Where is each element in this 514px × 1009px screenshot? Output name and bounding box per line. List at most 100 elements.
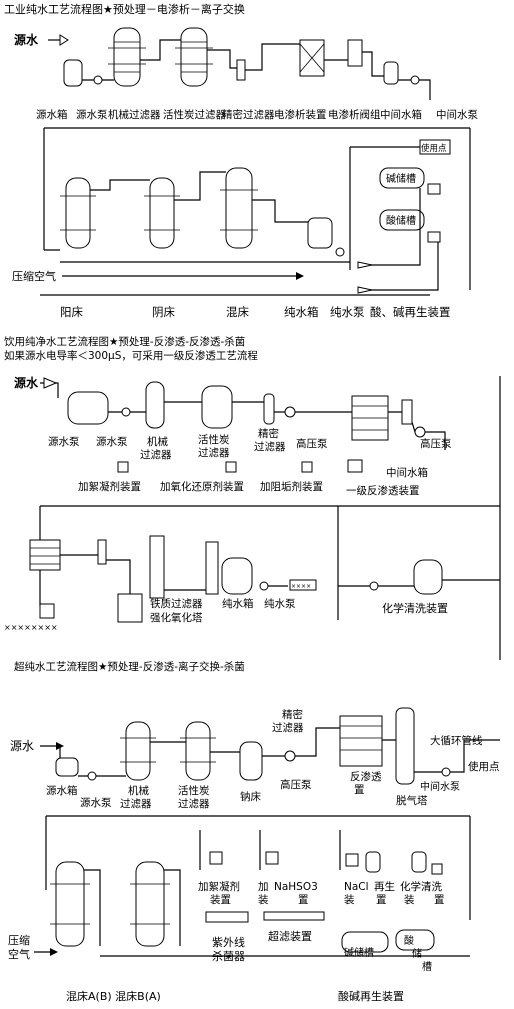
label-mixed-bed: 混床	[226, 305, 249, 319]
s3-label-use-point: 使用点	[468, 760, 500, 773]
s2-use-box	[289, 579, 317, 591]
s2-label-chem-clean: 化学清洗装置	[382, 601, 448, 615]
s2-label-oxidation: 强化氧化塔	[150, 611, 203, 624]
middle-water-pump	[410, 75, 420, 85]
middle-water-tank	[383, 61, 399, 85]
s3-label-hp-pump: 高压泵	[280, 778, 312, 791]
s3-label-coag-2: 装置	[210, 893, 231, 906]
s3-label-coag-1: 加絮凝剂	[198, 880, 240, 893]
s2-label-raw-pump: 源水泵	[96, 435, 128, 448]
s3-degas-tower	[395, 707, 415, 785]
s3-sodium-bed	[239, 741, 263, 781]
section1-equipment-labels: 源水箱 源水泵 机械过滤器 活性炭过滤器 精密过滤器 电渗析装置 电渗析阀组 中…	[36, 108, 478, 121]
compressed-air-pipe	[60, 261, 350, 277]
label-compressed-air: 压缩空气	[12, 269, 56, 283]
s3-uv-sterilizer	[205, 911, 249, 923]
s2-mechanical-filter	[145, 381, 165, 429]
s3-label-mixed-beds: 混床A(B) 混床B(A)	[66, 989, 161, 1003]
svg-text:××××: ××××	[291, 583, 311, 590]
label-use-point: 使用点	[421, 143, 447, 154]
s3-ro-unit	[339, 715, 383, 767]
s2-label-precise-1: 精密	[258, 427, 279, 440]
s2-label-pure-tank: 纯水箱	[222, 597, 254, 610]
s3-label-mid-pump: 中间水泵	[420, 780, 460, 793]
label-middle-tank: 中间水箱	[380, 108, 422, 121]
s3-label-acid-2: 储	[412, 947, 422, 960]
s2-carbon-filter	[201, 385, 233, 429]
section1-piping-top	[82, 39, 431, 100]
label-raw-water-tank: 源水箱	[36, 108, 68, 121]
s2-label-mech-2: 过滤器	[140, 448, 172, 461]
raw-water-tank	[63, 59, 83, 87]
s2-label-mid-tank: 中间水箱	[386, 466, 428, 479]
s3-label-ro-1: 反渗透	[350, 770, 382, 783]
section1-title: 工业纯水工艺流程图★预处理－电渗析－离子交换	[4, 2, 245, 16]
s3-return-pipe	[45, 815, 471, 920]
raw-water-pump	[93, 75, 103, 85]
s3-label-chem-1: 化学清洗	[400, 880, 442, 893]
s2-precision-filter	[263, 393, 275, 425]
s2-label-hp-pump-1: 高压泵	[296, 437, 328, 450]
s2-pure-water-pump	[259, 581, 269, 591]
s3-mixed-bed-b	[135, 861, 165, 947]
s3-label-nahso3-3: 装	[258, 893, 269, 906]
s3-label-loop: 大循环管线	[430, 734, 483, 747]
s3-label-raw-tank: 源水箱	[46, 784, 78, 797]
s3-mixed-bed-a	[55, 861, 85, 947]
s2-label-chlorine: 加氧化还原剂装置	[160, 480, 244, 493]
section2-subtitle: 如果源水电导率＜300μS，可采用一级反渗透工艺流程	[4, 349, 258, 362]
label-anion-bed: 阴床	[152, 305, 175, 319]
s3-label-chem-2: 装	[404, 893, 415, 906]
s3-label-sodium-bed: 钠床	[240, 790, 261, 803]
section3-source-water: 源水	[10, 739, 34, 753]
s3-label-degas: 脱气塔	[396, 794, 428, 807]
section1-industrial-pure-water: 工业纯水工艺流程图★预处理－电渗析－离子交换 源水 源水箱 源水泵 机械过滤器 …	[4, 2, 478, 319]
acid-tank	[379, 209, 425, 231]
s2-oxidation-tower	[205, 541, 219, 595]
label-pure-tank: 纯水箱	[284, 305, 319, 319]
section2-drinking-water: 饮用纯净水工艺流程图★预处理-反渗透-反渗透-杀菌 如果源水电导率＜300μS，…	[4, 335, 501, 660]
pure-water-tank	[307, 217, 333, 249]
label-raw-water-pump: 源水泵	[76, 108, 108, 121]
s3-label-carbon-1: 活性炭	[178, 784, 210, 797]
label-cation-bed: 阳床	[60, 305, 83, 319]
s3-label-nahso3-4: 置	[298, 894, 309, 906]
s3-mechanical-filter	[125, 721, 151, 781]
section3-ultrapure-water: 超纯水工艺流程图★预处理-反渗透-离子交换-杀菌 源水 精密 过滤器 大循环管线…	[8, 660, 500, 1003]
s3-label-nacl-2: 再生	[374, 880, 395, 893]
s3-label-air-1: 压缩	[8, 934, 30, 947]
s3-label-raw-pump: 源水泵	[80, 796, 112, 809]
section1-bottom-labels: 阳床 阴床 混床 纯水箱 纯水泵 酸、碱再生装置	[60, 305, 451, 319]
s2-label-coag: 加絮凝剂装置	[78, 480, 141, 493]
label-mechanical-filter: 机械过滤器	[108, 108, 161, 121]
s2-return-pipe	[39, 376, 501, 660]
alkali-tank	[379, 167, 425, 189]
activated-carbon-filter	[180, 27, 208, 87]
label-acid-tank: 酸储槽	[386, 214, 416, 227]
s2-piping-top	[108, 401, 446, 450]
s3-label-mech-2: 过滤器	[120, 797, 152, 810]
label-ed-device: 电渗析装置	[274, 108, 327, 121]
s3-label-acid-3: 槽	[422, 960, 432, 973]
s3-label-nacl-4: 置	[376, 894, 387, 906]
s2-ro2-unit	[29, 539, 61, 571]
s3-label-precise-1: 精密	[282, 708, 303, 721]
arrow-right-icon	[59, 34, 69, 46]
section1-return-pipe	[43, 127, 471, 290]
s2-chemical-clean-tank	[413, 559, 443, 595]
precision-filter	[236, 59, 246, 81]
label-acid-alkali-regen: 酸、碱再生装置	[370, 305, 451, 319]
mixed-bed	[225, 167, 253, 249]
s2-label-carbon-1: 活性炭	[198, 433, 230, 446]
label-alkali-tank: 碱储槽	[386, 172, 416, 185]
s2-hp-pump-2	[414, 426, 426, 438]
s2-label-carbon-2: 过滤器	[198, 446, 230, 459]
s3-label-uv-2: 杀菌器	[212, 949, 245, 963]
s3-ultrafilter	[263, 911, 325, 921]
s2-label-raw-tank: 源水泵	[48, 435, 80, 448]
anion-bed	[149, 177, 175, 249]
label-precision-filter: 精密过滤器	[222, 108, 275, 121]
s2-label-ro1: 一级反渗透装置	[346, 484, 420, 497]
section3-title: 超纯水工艺流程图★预处理-反渗透-离子交换-杀菌	[14, 660, 245, 673]
